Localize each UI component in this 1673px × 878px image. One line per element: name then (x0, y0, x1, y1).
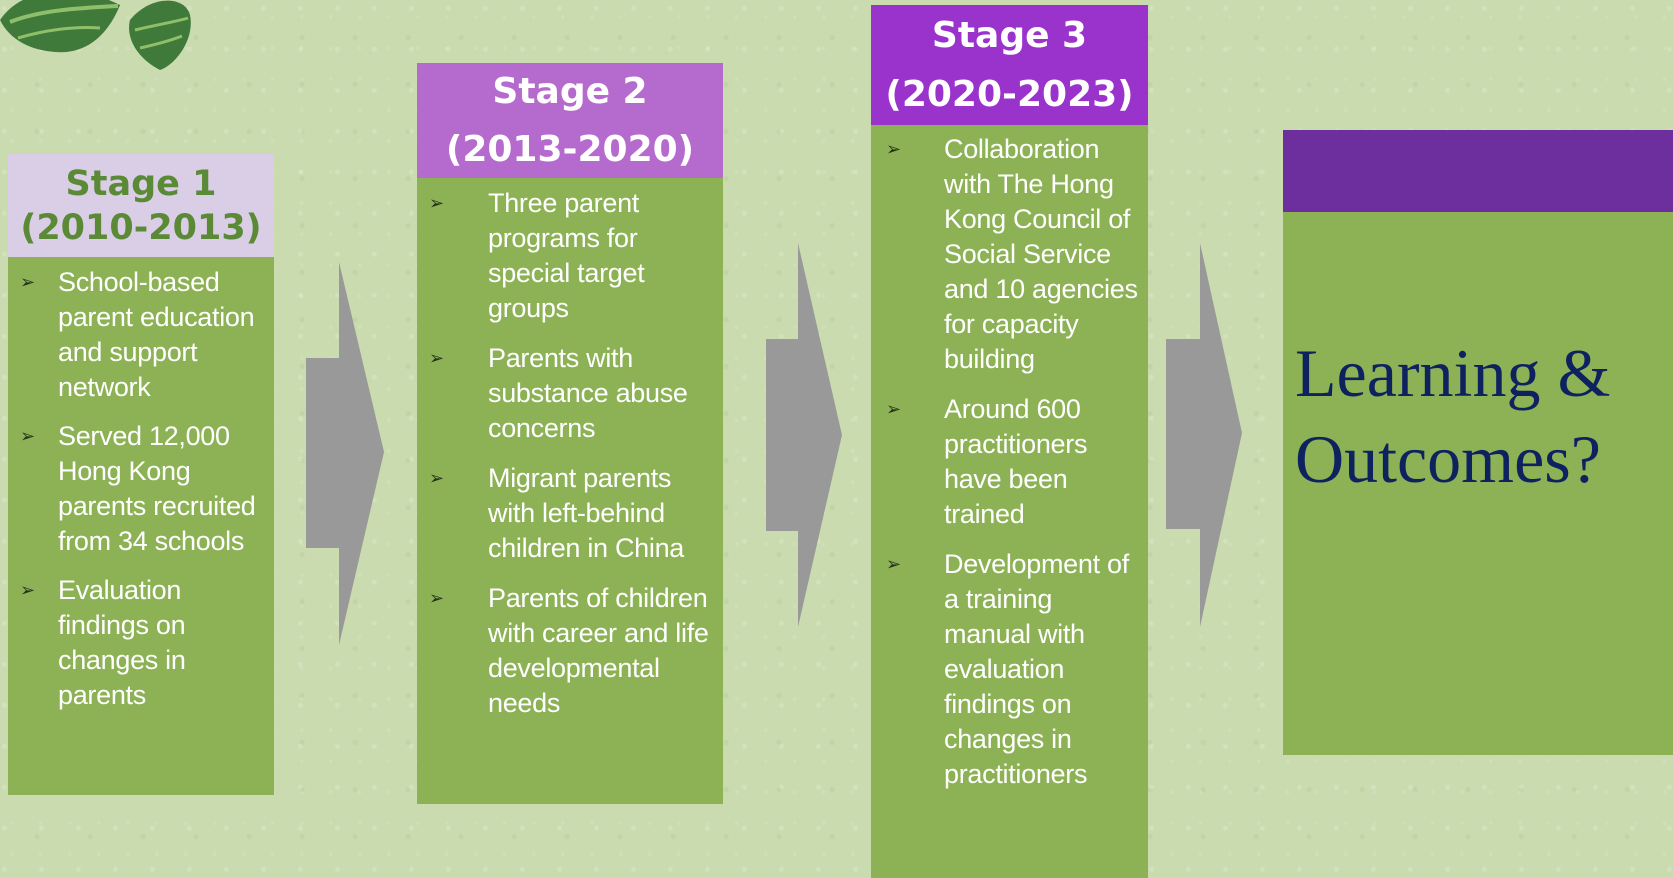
list-item: ➢ Parents with substance abuse concerns (429, 341, 717, 446)
bullet-arrow-icon: ➢ (886, 139, 901, 159)
list-item: ➢ Development of a training manual with e… (886, 547, 1142, 792)
stage-1-bullets: ➢ School-based parent education and suppo… (8, 257, 274, 713)
bullet-arrow-icon: ➢ (429, 588, 444, 608)
list-item: ➢ Collaboration with The Hong Kong Counci… (886, 132, 1142, 377)
chevron-right-icon (766, 243, 842, 627)
bullet-arrow-icon: ➢ (20, 272, 35, 292)
bullet-arrow-icon: ➢ (20, 426, 35, 446)
bullet-text: Parents with substance abuse concerns (488, 343, 688, 443)
bullet-text: Parents of children with career and life… (488, 583, 709, 718)
bullet-text: Collaboration with The Hong Kong Council… (944, 134, 1138, 374)
stage-3-title: Stage 3 (931, 15, 1088, 56)
chevron-right-icon (1166, 243, 1242, 627)
bullet-text: Evaluation findings on changes in parent… (58, 575, 186, 710)
outcome-line-1: Learning & (1295, 335, 1611, 411)
list-item: ➢ Served 12,000 Hong Kong parents recruit… (20, 419, 268, 559)
leaf-decoration-icon (0, 0, 191, 71)
stage-1-header: Stage 1 (2010-2013) (8, 154, 274, 257)
stage-1-years: (2010-2013) (20, 207, 262, 248)
bullet-arrow-icon: ➢ (886, 399, 901, 419)
list-item: ➢ Migrant parents with left-behind childr… (429, 461, 717, 566)
list-item: ➢ Parents of children with career and lif… (429, 581, 717, 721)
stage-2-bullets: ➢ Three parent programs for special targe… (417, 178, 723, 721)
stage-3-header: Stage 3 (2020-2023) (871, 5, 1148, 125)
bullet-arrow-icon: ➢ (429, 348, 444, 368)
bullet-text: School-based parent education and suppor… (58, 267, 255, 402)
bullet-arrow-icon: ➢ (429, 193, 444, 213)
stage-1-box: Stage 1 (2010-2013) ➢ School-based parent… (8, 154, 274, 795)
bullet-text: Around 600 practitioners have been train… (944, 394, 1088, 529)
outcome-line-2: Outcomes? (1295, 421, 1601, 497)
bullet-text: Three parent programs for special target… (488, 188, 645, 323)
outcome-heading: Learning & Outcomes? (1295, 330, 1655, 502)
stage-3-bullets: ➢ Collaboration with The Hong Kong Counci… (871, 125, 1148, 792)
outcome-header-bar (1283, 130, 1673, 212)
stage-2-box: Stage 2 (2013-2020) ➢ Three parent progra… (417, 63, 723, 804)
stage-3-box: Stage 3 (2020-2023) ➢ Collaboration with … (871, 5, 1148, 878)
bullet-arrow-icon: ➢ (20, 580, 35, 600)
stage-2-title: Stage 2 (492, 70, 648, 112)
list-item: ➢ Evaluation findings on changes in paren… (20, 573, 268, 713)
outcome-box: Learning & Outcomes? (1283, 212, 1673, 755)
list-item: ➢ Three parent programs for special targe… (429, 186, 717, 326)
bullet-text: Development of a training manual with ev… (944, 549, 1129, 789)
bullet-arrow-icon: ➢ (429, 468, 444, 488)
stage-3-years: (2020-2023) (885, 74, 1134, 115)
stage-1-title: Stage 1 (65, 163, 217, 204)
bullet-text: Migrant parents with left-behind childre… (488, 463, 685, 563)
list-item: ➢ Around 600 practitioners have been trai… (886, 392, 1142, 532)
stage-2-years: (2013-2020) (445, 128, 695, 170)
bullet-arrow-icon: ➢ (886, 554, 901, 574)
list-item: ➢ School-based parent education and suppo… (20, 265, 268, 405)
bullet-text: Served 12,000 Hong Kong parents recruite… (58, 421, 256, 556)
stage-2-header: Stage 2 (2013-2020) (417, 63, 723, 178)
chevron-right-icon (306, 262, 384, 645)
